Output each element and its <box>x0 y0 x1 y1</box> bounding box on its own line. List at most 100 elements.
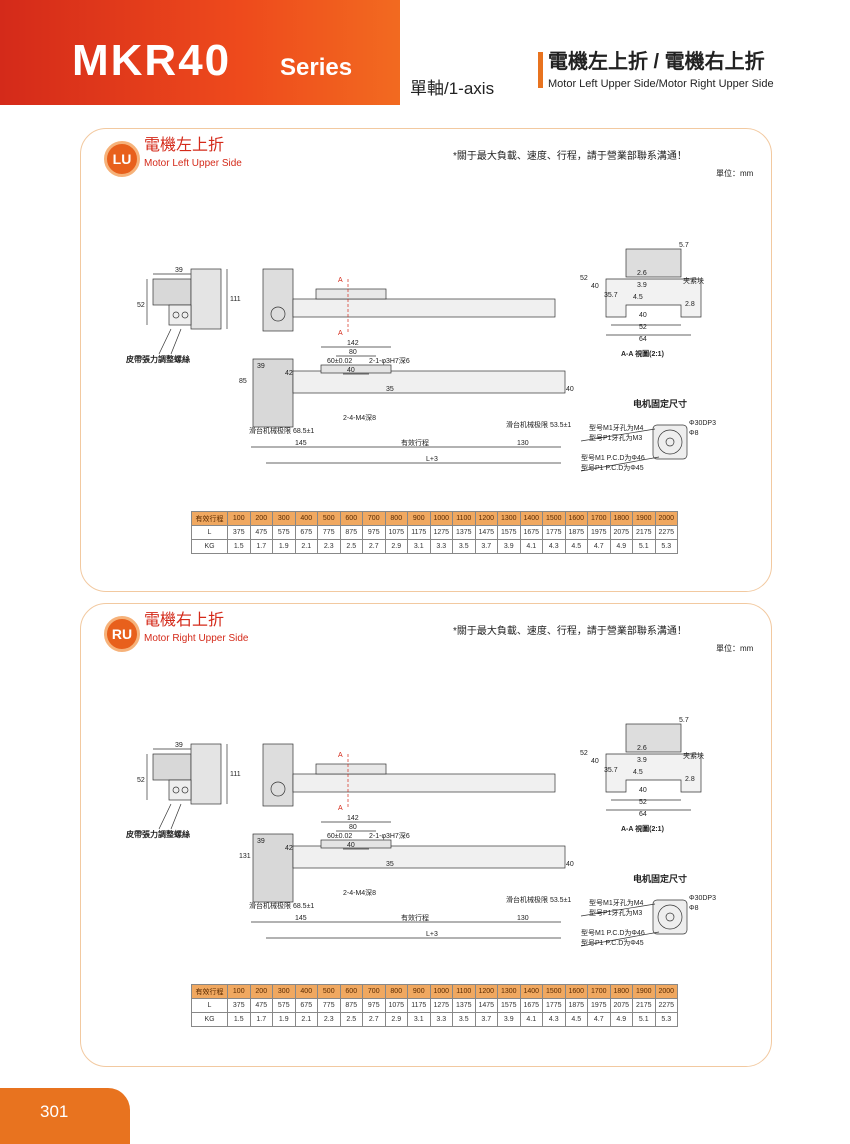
table-cell: 300 <box>272 984 296 999</box>
title-divider <box>538 52 543 88</box>
sec-dim-52-v: 52 <box>580 750 588 757</box>
m1-pcd-note: 型号M1 P.C.D为Φ46 <box>581 928 645 937</box>
table-cell: 475 <box>249 998 273 1013</box>
table-cell: 2275 <box>654 998 678 1013</box>
p1-pcd-note: 型号P1 P.C.D为Φ45 <box>581 938 644 947</box>
table-cell: 4.5 <box>564 1012 588 1027</box>
model-name: MKR40 <box>72 36 232 85</box>
table-cell: 900 <box>407 984 431 999</box>
table-cell: 5.3 <box>654 539 678 554</box>
table-cell: 1475 <box>474 998 498 1013</box>
table-cell: 1900 <box>632 511 656 526</box>
table-cell: 600 <box>339 511 363 526</box>
p1-pcd-note: 型号P1 P.C.D为Φ45 <box>581 463 644 472</box>
table-cell: 3.7 <box>474 539 498 554</box>
table-cell: 975 <box>362 525 386 540</box>
table-cell: 2.7 <box>362 1012 386 1027</box>
sec-dim-35-7: 35.7 <box>604 767 618 774</box>
dim-80: 80 <box>349 349 357 356</box>
row-label: KG <box>191 539 228 554</box>
unit-label: 單位：mm <box>716 169 754 178</box>
dim-142: 142 <box>347 815 359 822</box>
page-number-tab: 301 <box>0 1088 130 1144</box>
table-cell: 1500 <box>542 511 566 526</box>
table-cell: 2075 <box>609 525 633 540</box>
sec-dim-2-6: 2.6 <box>637 270 647 277</box>
table-cell: 3.5 <box>452 539 476 554</box>
series-label: Series <box>280 54 353 81</box>
table-cell: 1200 <box>474 984 498 999</box>
variant-title-zh: 電機右上折 <box>144 612 225 629</box>
table-cell: 400 <box>294 984 318 999</box>
sec-dim-52-v: 52 <box>580 275 588 282</box>
table-cell: 200 <box>249 984 273 999</box>
table-cell: 875 <box>339 525 363 540</box>
table-cell: 1100 <box>452 511 476 526</box>
table-cell: 3.7 <box>474 1012 498 1027</box>
table-cell: 2.1 <box>294 539 318 554</box>
table-cell: 4.1 <box>519 1012 543 1027</box>
table-cell: 1675 <box>519 998 543 1013</box>
row-label: KG <box>191 1012 228 1027</box>
section-view-title: A-A 視圖(2:1) <box>621 824 664 833</box>
dim-80: 80 <box>349 824 357 831</box>
table-cell: 1875 <box>564 525 588 540</box>
dim-40: 40 <box>347 842 355 849</box>
p1-thread-note: 型号P1牙孔为M3 <box>589 908 642 917</box>
dim-39: 39 <box>175 742 183 749</box>
front-view: 142 80 60±0.02 40 2-1-φ3H7深6 85 39 42 35… <box>239 340 574 464</box>
table-cell: 1.9 <box>272 539 296 554</box>
sec-dim-2-6: 2.6 <box>637 745 647 752</box>
variant-badge: RU <box>104 616 140 652</box>
motor-mount-view: 电机固定尺寸 型号M1牙孔为M4 型号P1牙孔为M3 Φ30DP3 Φ8 型号M… <box>580 873 716 947</box>
table-cell: 300 <box>272 511 296 526</box>
table-cell: 775 <box>317 525 341 540</box>
table-cell: 1.7 <box>249 1012 273 1027</box>
table-cell: 2.3 <box>317 1012 341 1027</box>
sec-dim-5-7: 5.7 <box>679 717 689 724</box>
dim-111: 111 <box>230 771 241 778</box>
table-cell: 2.5 <box>339 539 363 554</box>
sec-dim-40-v: 40 <box>591 283 599 290</box>
section-view-title: A-A 視圖(2:1) <box>621 349 664 358</box>
table-cell: 100 <box>227 511 251 526</box>
table-cell: 375 <box>227 998 251 1013</box>
carriage-limit-right: 滑台机械极限 53.5±1 <box>506 895 571 904</box>
table-cell: 2.1 <box>294 1012 318 1027</box>
page-title-zh: 電機左上折 / 電機右上折 <box>548 51 765 73</box>
table-cell: 200 <box>249 511 273 526</box>
section-mark-a-top: A <box>338 752 343 759</box>
dim-142: 142 <box>347 340 359 347</box>
tap-hole-spec: 2-4-M4深8 <box>343 888 376 897</box>
m1-pcd-note: 型号M1 P.C.D为Φ46 <box>581 453 645 462</box>
m1-thread-note: 型号M1牙孔为M4 <box>589 898 644 907</box>
dim-145: 145 <box>295 440 307 447</box>
table-cell: 4.5 <box>564 539 588 554</box>
section-mark-a-bottom: A <box>338 805 343 812</box>
section-view: 5.7 52 40 35.7 2.6 3.9 4.5 夹紧块 2.8 40 52… <box>580 242 704 358</box>
table-cell: 2075 <box>609 998 633 1013</box>
sec-dim-35-7: 35.7 <box>604 292 618 299</box>
top-view: A A <box>262 268 556 337</box>
shaft-phi8: Φ8 <box>689 905 699 912</box>
table-cell: 1.5 <box>227 539 251 554</box>
table-cell: 1800 <box>609 984 633 999</box>
sec-dim-64: 64 <box>639 336 647 343</box>
top-view: A A <box>262 743 556 812</box>
dim-145: 145 <box>295 915 307 922</box>
section-mark-a-top: A <box>338 277 343 284</box>
table-cell: 3.9 <box>497 539 521 554</box>
table-cell: 1400 <box>519 984 543 999</box>
contact-note: *關于最大負載、速度、行程，請于營業部聯系溝通！ <box>453 626 687 637</box>
table-cell: 1975 <box>587 998 611 1013</box>
table-cell: 1700 <box>587 984 611 999</box>
table-cell: 4.3 <box>542 539 566 554</box>
table-cell: 1.5 <box>227 1012 251 1027</box>
table-cell: 1275 <box>429 998 453 1013</box>
